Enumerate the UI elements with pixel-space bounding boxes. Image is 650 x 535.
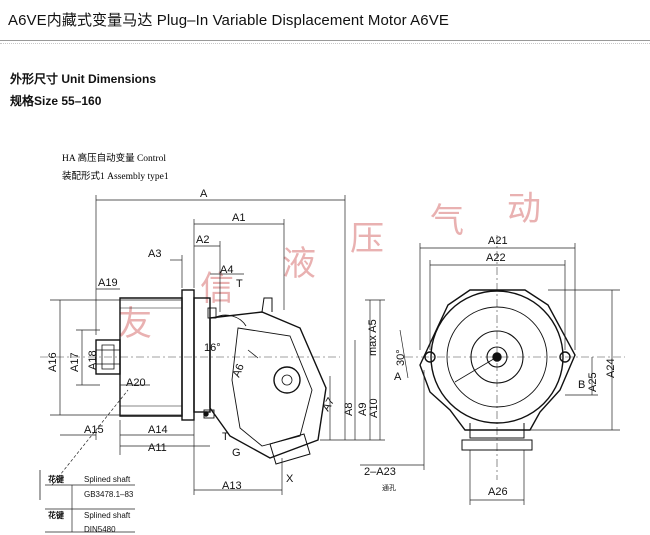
label-a-port: A bbox=[394, 371, 402, 383]
dim-a17: A17 bbox=[69, 352, 81, 372]
size-range: 规格Size 55–160 bbox=[10, 94, 102, 108]
watermark-char-3: 液 bbox=[282, 245, 316, 283]
watermark-char-4: 压 bbox=[350, 220, 384, 258]
dim-a18: A18 bbox=[87, 350, 99, 370]
watermark-char-5: 气 bbox=[430, 202, 464, 240]
dim-a24: A24 bbox=[605, 358, 617, 378]
dim-a3: A3 bbox=[148, 248, 161, 260]
dim-a2: A2 bbox=[196, 234, 209, 246]
dim-a5: max A5 bbox=[367, 319, 379, 356]
dimension-drawing: 友 信 液 压 气 动 HA 高压自动变量 Control 装配形式1 Asse… bbox=[39, 152, 625, 534]
control-note: HA 高压自动变量 Control bbox=[62, 152, 166, 164]
dim-a4: A4 bbox=[220, 264, 233, 276]
legend-std-1: GB3478.1–83 bbox=[84, 490, 134, 499]
dim-a22: A22 bbox=[486, 252, 506, 264]
legend-std-2: DIN5480 bbox=[84, 525, 116, 534]
assembly-note: 装配形式1 Assembly type1 bbox=[62, 170, 169, 182]
hole-note: 通孔 bbox=[382, 483, 396, 492]
watermark-char-2: 信 bbox=[200, 270, 234, 308]
shaft-legend: 花键 Splined shaft GB3478.1–83 花键 Splined … bbox=[48, 474, 134, 534]
legend-key-1: 花键 bbox=[48, 474, 64, 484]
label-x: X bbox=[286, 473, 294, 485]
dim-a23: 2–A23 bbox=[364, 466, 396, 478]
page-header: A6VE内藏式变量马达 Plug–In Variable Displacemen… bbox=[0, 0, 650, 41]
front-view bbox=[419, 289, 576, 451]
dim-a13: A13 bbox=[222, 480, 242, 492]
label-g: G bbox=[232, 447, 241, 459]
dim-a6: A6 bbox=[231, 362, 247, 379]
dim-a15: A15 bbox=[84, 424, 104, 436]
center-lines bbox=[40, 235, 625, 480]
dim-a9: A9 bbox=[357, 403, 369, 416]
dim-a11: A11 bbox=[148, 442, 167, 454]
angle-16: 16° bbox=[204, 342, 221, 354]
legend-key-2: 花键 bbox=[48, 510, 64, 520]
label-b-port: B bbox=[578, 379, 585, 391]
dim-a: A bbox=[200, 188, 208, 200]
dim-a7: A7 bbox=[320, 396, 337, 414]
dim-a1: A1 bbox=[232, 212, 245, 224]
divider bbox=[0, 43, 650, 44]
dim-a8: A8 bbox=[343, 403, 355, 416]
label-t-bottom: T bbox=[222, 431, 229, 443]
front-dim-lines bbox=[360, 243, 620, 505]
label-t-top: T bbox=[236, 278, 243, 290]
watermark-char-1: 友 bbox=[118, 305, 152, 343]
legend-value-1: Splined shaft bbox=[84, 475, 131, 484]
watermark: 友 信 液 压 气 动 bbox=[118, 190, 541, 343]
dim-a19: A19 bbox=[98, 277, 118, 289]
dim-a20: A20 bbox=[126, 377, 146, 389]
dim-a16: A16 bbox=[47, 352, 59, 372]
dim-a10: A10 bbox=[368, 398, 380, 418]
legend-value-2: Splined shaft bbox=[84, 511, 131, 520]
dim-a14: A14 bbox=[148, 424, 168, 436]
dim-a21: A21 bbox=[488, 235, 508, 247]
section-title: 外形尺寸 Unit Dimensions bbox=[10, 72, 157, 86]
side-view bbox=[95, 289, 327, 465]
angle-30: 30° bbox=[395, 349, 407, 366]
dim-a25: A25 bbox=[587, 372, 599, 392]
watermark-char-6: 动 bbox=[507, 190, 541, 228]
side-dim-lines bbox=[39, 195, 385, 533]
page-title: A6VE内藏式变量马达 Plug–In Variable Displacemen… bbox=[8, 12, 449, 29]
dim-a26: A26 bbox=[488, 486, 508, 498]
